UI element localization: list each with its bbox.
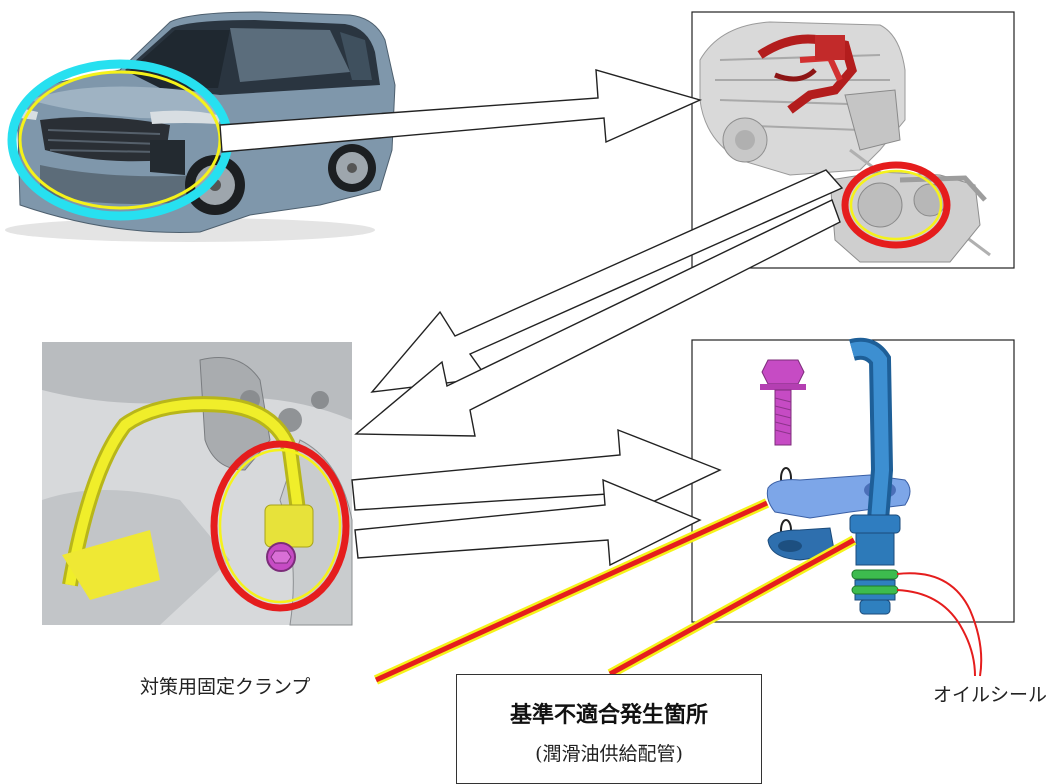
arrow-closeup-to-parts: [351, 428, 722, 567]
leader-defect: [607, 535, 857, 679]
closeup-highlight-red: [210, 440, 350, 612]
oil-seal-label: オイルシール: [933, 684, 1048, 706]
defect-subtitle: (潤滑油供給配管): [535, 743, 683, 765]
engine-highlight-yellow: [849, 169, 943, 241]
defect-location-box: 基準不適合発生箇所 (潤滑油供給配管): [456, 674, 762, 784]
leader-clamp: [373, 498, 770, 685]
car-highlight-yellow: [18, 70, 222, 210]
parts-exploded-image: [760, 337, 911, 615]
closeup-highlight-yellow: [218, 448, 342, 604]
leader-oil-seal: [896, 572, 983, 677]
arrow-car-to-engine: [219, 69, 703, 153]
defect-title: 基準不適合発生箇所: [509, 702, 708, 728]
clamp-label: 対策用固定クランプ: [140, 676, 311, 698]
engine-highlight-red: [841, 161, 951, 249]
turbo-closeup-image: [42, 342, 353, 626]
engine-image: [699, 21, 991, 263]
arrow-engine-to-closeup: [354, 169, 844, 437]
